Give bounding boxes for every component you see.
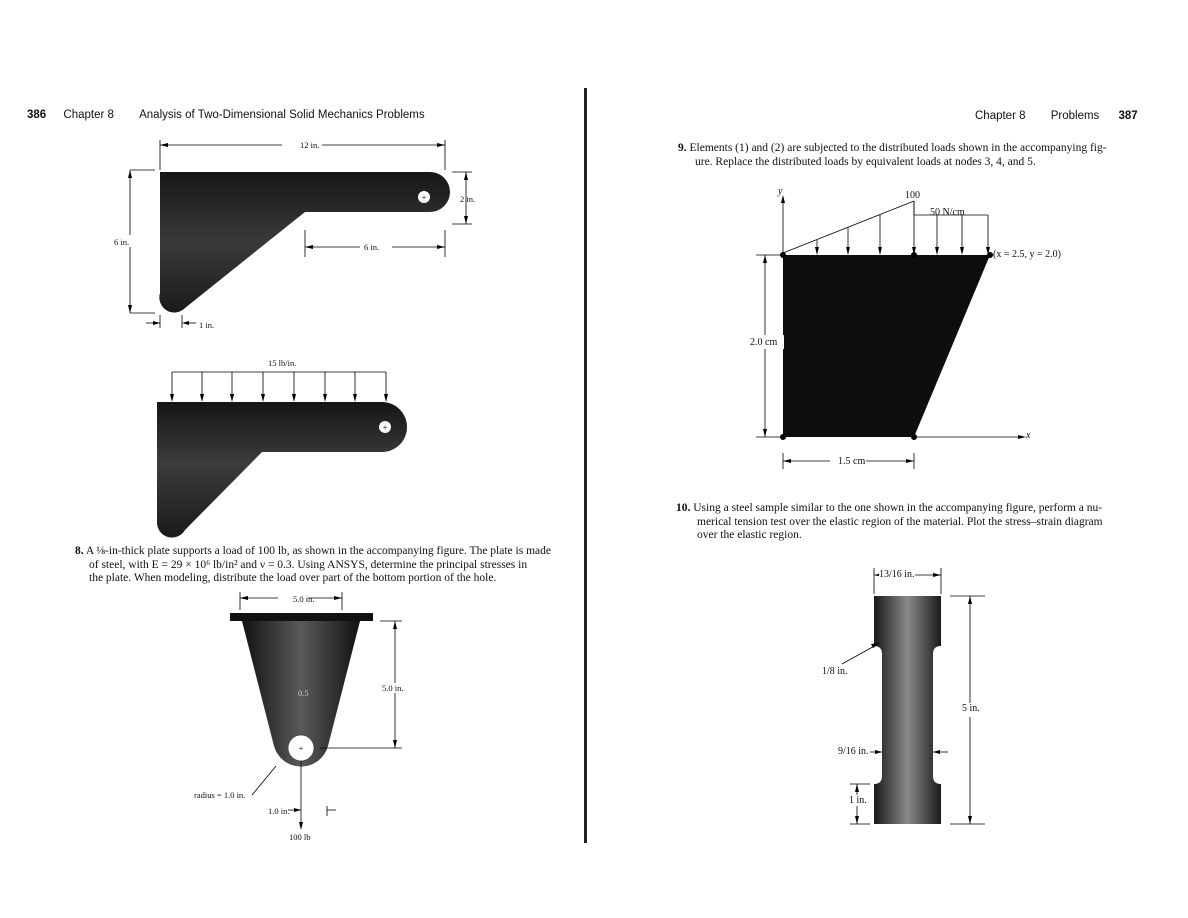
tapered-plate-shape: [242, 621, 360, 767]
dim-9-16-in: 9/16 in.: [838, 746, 869, 757]
problem-8-number: 8.: [75, 545, 84, 557]
right-running-header: Chapter 8 Problems 387: [975, 110, 1138, 122]
problem-8: 8. A ⅛-in-thick plate supports a load of…: [75, 545, 551, 586]
dim-2-in: 2 in.: [460, 194, 476, 204]
problem-9-line1: Elements (1) and (2) are subjected to th…: [689, 142, 1107, 154]
left-running-header: 386 Chapter 8 Analysis of Two-Dimensiona…: [27, 109, 425, 121]
problem-9-number: 9.: [678, 142, 687, 154]
dim-1-in-grip: 1 in.: [849, 795, 867, 806]
dim-6-in-height: 6 in.: [114, 237, 130, 247]
page-gutter: [584, 88, 587, 843]
element-load-figure: [748, 195, 1026, 469]
right-section: Problems: [1050, 110, 1100, 122]
left-page-number: 386: [27, 109, 47, 121]
problem-9: 9. Elements (1) and (2) are subjected to…: [678, 142, 1148, 169]
problem-9-line2: ure. Replace the distributed loads by eq…: [695, 155, 1036, 168]
dim-1-in: 1 in.: [199, 320, 215, 330]
element-1: [783, 255, 914, 437]
bracket-figure-loaded: +: [157, 371, 407, 538]
problem-8-line1: A ⅛-in-thick plate supports a load of 10…: [85, 545, 551, 557]
dim-2-cm: 2.0 cm: [750, 337, 778, 348]
load-15-lb-in: 15 lb/in.: [268, 358, 297, 368]
bracket-hole: [418, 191, 430, 203]
svg-text:+: +: [383, 423, 388, 432]
uniform-load-label: 50 N/cm: [930, 207, 965, 218]
problem-10: 10. Using a steel sample similar to the …: [676, 502, 1151, 543]
bracket-shape-2: [157, 402, 407, 538]
problem-10-line3: over the elastic region.: [697, 529, 802, 541]
specimen-shape: [874, 596, 941, 824]
left-chapter: Chapter 8: [63, 109, 114, 121]
radius-label: radius = 1.0 in.: [194, 790, 246, 800]
svg-text:+: +: [422, 193, 427, 202]
problem-8-line3: the plate. When modeling, distribute the…: [89, 572, 497, 584]
y-axis-label: y: [778, 186, 783, 197]
problem-8-line2: of steel, with E = 29 × 10⁶ lb/in² and ν…: [89, 558, 528, 571]
right-page-number: 387: [1118, 110, 1138, 122]
hole-label: 0.5: [298, 688, 309, 698]
right-chapter: Chapter 8: [975, 110, 1026, 122]
point-coordinate-label: (x = 2.5, y = 2.0): [993, 249, 1061, 260]
problem-10-line1: Using a steel sample similar to the one …: [693, 502, 1103, 514]
peak-load-label: 100: [905, 190, 920, 201]
dim-5-in-height: 5.0 in.: [382, 683, 404, 693]
dim-13-16-in: 13/16 in.: [879, 569, 915, 580]
svg-text:+: +: [299, 744, 304, 753]
left-section-title: Analysis of Two-Dimensional Solid Mechan…: [139, 109, 425, 121]
fillet-1-8-in: 1/8 in.: [822, 666, 848, 677]
tensile-specimen-figure: [841, 568, 985, 825]
bracket-figure-dimensioned: +: [120, 139, 472, 328]
dim-5-in-length: 5 in.: [962, 703, 980, 714]
tapered-plate-figure: +: [230, 592, 402, 830]
dim-1-in-offset: 1.0 in.: [268, 806, 290, 816]
bracket-shape: [159, 172, 450, 313]
element-2: [914, 255, 990, 437]
problem-10-number: 10.: [676, 502, 691, 514]
problem-10-line2: merical tension test over the elastic re…: [697, 515, 1103, 528]
dim-12-in: 12 in.: [300, 140, 320, 150]
dim-1-5-cm: 1.5 cm: [838, 456, 866, 467]
load-100-lb: 100 lb: [289, 832, 311, 842]
x-axis-label: x: [1026, 430, 1031, 441]
dim-5-in-width: 5.0 in.: [293, 594, 315, 604]
dim-6-in-arm: 6 in.: [364, 242, 380, 252]
